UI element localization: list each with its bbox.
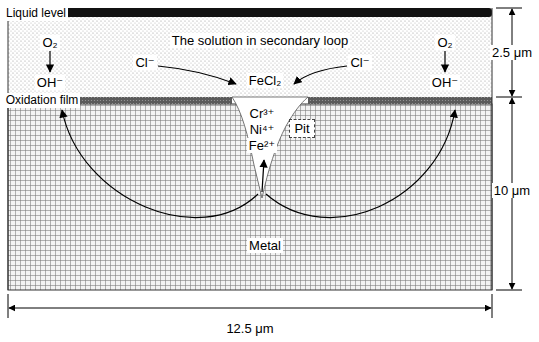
solution-region [8, 17, 492, 97]
text-label: OH⁻ [430, 75, 460, 90]
text-label: Cl⁻ [133, 55, 156, 70]
text-label: The solution in secondary loop [170, 33, 350, 48]
pit-shape [232, 97, 308, 198]
pit-box: Pit [289, 119, 314, 138]
text-label: Ni⁴⁺ [248, 122, 277, 137]
text-label: O₂ [435, 35, 454, 50]
text-label: Cr³⁺ [248, 106, 277, 121]
arrow [62, 110, 258, 218]
text-label: O₂ [40, 35, 59, 50]
text-label: OH⁻ [35, 75, 65, 90]
oxidation-film [308, 97, 492, 104]
text-label: Metal [247, 238, 283, 253]
frame-line [8, 8, 9, 290]
text-label: Cl⁻ [348, 55, 371, 70]
text-label: FeCl₂ [247, 73, 284, 88]
dimension-line [9, 308, 491, 309]
node-text: Pit [294, 121, 309, 136]
text-label: 10 μm [492, 183, 532, 198]
arrow [266, 110, 455, 218]
text-label: 2.5 μm [490, 45, 534, 60]
arrow [49, 51, 50, 72]
dimension-tick [8, 294, 492, 318]
arrow [444, 51, 445, 72]
text-label: 12.5 μm [224, 321, 275, 336]
arrow [262, 160, 264, 192]
liquid-level-bar [8, 8, 492, 17]
text-label: Fe²⁺ [247, 138, 277, 153]
arrow [158, 66, 236, 84]
text-label: Oxidation film [4, 93, 81, 108]
arrow [294, 66, 347, 84]
metal-region [8, 104, 492, 290]
text-label: Liquid level [4, 6, 68, 21]
